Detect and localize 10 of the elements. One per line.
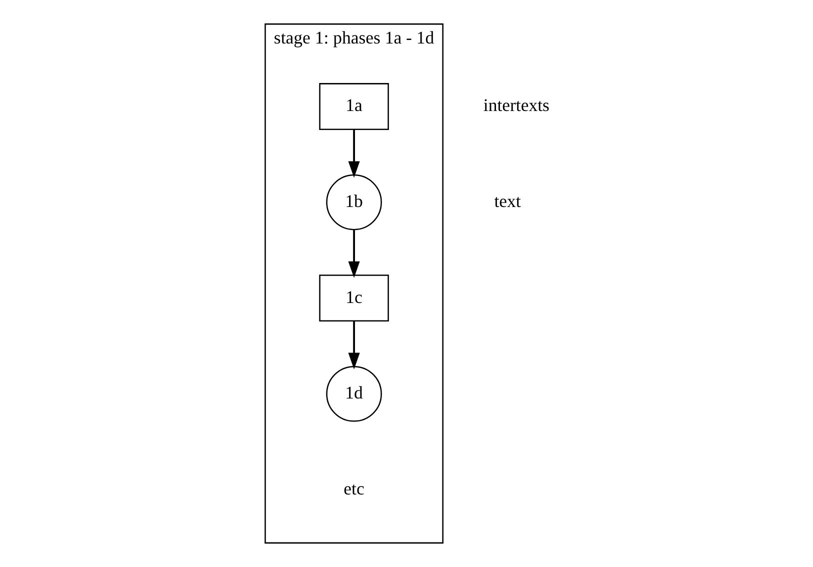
arrow <box>348 230 360 278</box>
label: text <box>494 191 520 211</box>
node-box: 1c <box>318 274 388 322</box>
node-box: 1a <box>318 83 388 130</box>
arrow <box>348 129 360 178</box>
label: intertexts <box>482 95 549 116</box>
node-circle: 1d <box>326 366 382 422</box>
node-circle: 1b <box>326 174 382 230</box>
label: etc <box>343 478 364 498</box>
arrow <box>348 321 360 370</box>
